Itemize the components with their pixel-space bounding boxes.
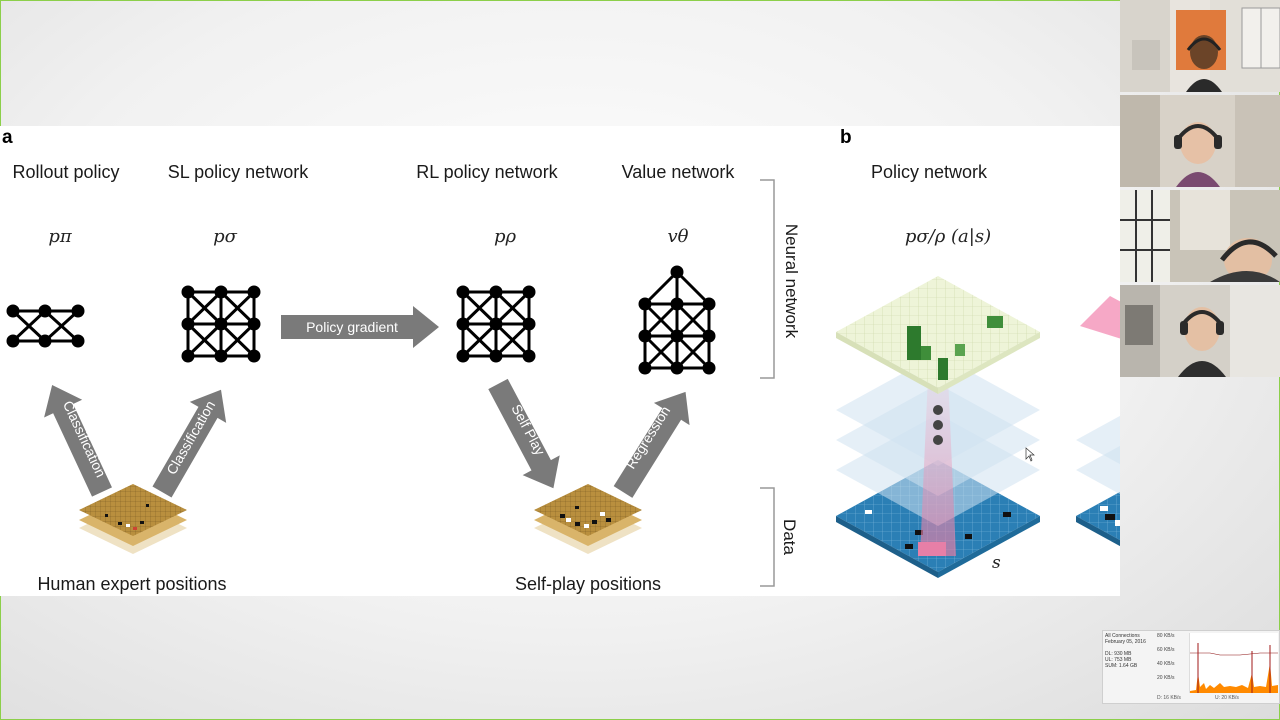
panel-a-letter: a (2, 127, 13, 148)
neural-network-side-label: Neural network (782, 224, 801, 339)
network-sum: SUM: 1.64 GB (1105, 663, 1138, 669)
data-side-label: Data (780, 519, 799, 555)
rollout-policy-title: Rollout policy (12, 162, 119, 182)
self-play-arrow (488, 378, 560, 489)
network-date: February 05, 2016 (1105, 639, 1146, 645)
value-symbol: vθ (667, 226, 688, 247)
network-down-rate: D: 16 KB/s (1157, 695, 1181, 701)
y-tick: 60 KB/s (1157, 647, 1175, 653)
self-play-positions-label: Self-play positions (515, 574, 661, 594)
policy-gradient-label: Policy gradient (306, 319, 398, 335)
classification-arrow-left (44, 385, 112, 497)
regression-arrow (613, 391, 690, 498)
human-expert-label: Human expert positions (37, 574, 226, 594)
participant-video-2[interactable] (1120, 95, 1280, 187)
sl-symbol: pσ (213, 226, 238, 247)
network-title: All Connections (1105, 633, 1140, 639)
policy-gradient-arrow: Policy gradient (281, 306, 439, 348)
classification-right-label: Classification (163, 398, 218, 477)
rl-symbol: pρ (494, 226, 517, 247)
policy-network-stack-s-prime (1076, 296, 1120, 547)
network-graph (1189, 633, 1278, 693)
panel-b-letter: b (840, 127, 852, 148)
network-monitor-widget: All Connections February 05, 2016 DL: 93… (1102, 630, 1280, 704)
policy-symbol: pσ/ρ (a|s) (905, 226, 991, 247)
y-tick: 40 KB/s (1157, 661, 1175, 667)
rl-policy-title: RL policy network (416, 162, 558, 182)
network-dl: DL: 930 MB (1105, 651, 1132, 657)
sl-policy-title: SL policy network (168, 162, 309, 182)
value-network-icon (638, 265, 716, 375)
rl-network-icon (456, 285, 536, 363)
value-network-title: Value network (622, 162, 736, 182)
alphago-diagram: a b Rollout policy SL policy network RL … (2, 127, 1120, 594)
policy-network-stack-s (836, 276, 1040, 578)
state-s-label: s (992, 553, 1001, 573)
network-stats: All Connections February 05, 2016 DL: 93… (1105, 633, 1153, 669)
participant-video-1[interactable] (1120, 0, 1280, 92)
classification-arrow-right (152, 389, 227, 498)
presentation-slide: a b Rollout policy SL policy network RL … (0, 126, 1120, 596)
y-tick: 80 KB/s (1157, 633, 1175, 639)
network-up-rate: U: 20 KB/s (1215, 695, 1239, 701)
neural-network-bracket (760, 179, 775, 379)
policy-network-title: Policy network (871, 162, 988, 182)
rollout-network-icon (6, 304, 85, 348)
data-bracket (760, 487, 775, 587)
mouse-cursor-icon (1025, 447, 1035, 462)
self-play-board-stack (534, 484, 642, 554)
y-tick: 20 KB/s (1157, 675, 1175, 681)
sl-network-icon (181, 285, 261, 363)
human-expert-board-stack (79, 484, 187, 554)
participant-video-3[interactable] (1120, 190, 1280, 282)
network-ul: UL: 753 MB (1105, 657, 1132, 663)
rollout-symbol: pπ (48, 226, 73, 247)
network-footer: D: 16 KB/s U: 20 KB/s (1157, 695, 1277, 701)
participant-video-4[interactable] (1120, 285, 1280, 377)
